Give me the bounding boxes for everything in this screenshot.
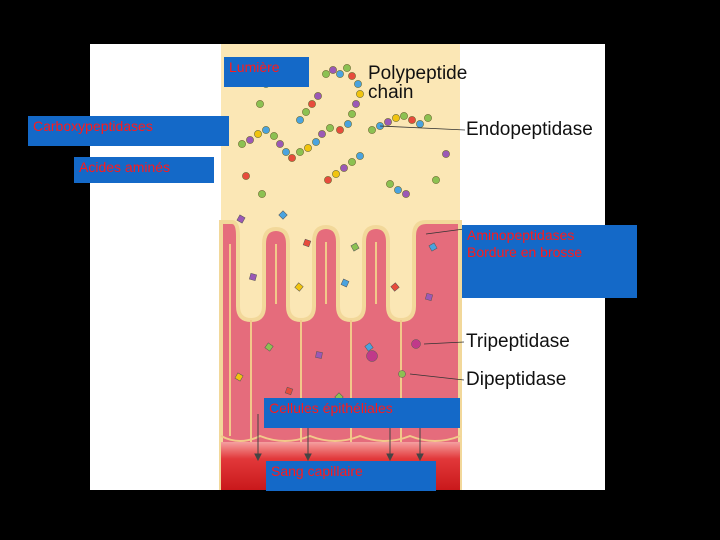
polypeptide-chain xyxy=(238,64,450,198)
tripeptidase-label: Tripeptidase xyxy=(466,331,570,352)
endopeptidase-label: Endopeptidase xyxy=(466,119,593,140)
lumen-label: Lumière xyxy=(224,57,309,87)
aminopeptidases-box: Aminopeptidases Bordure en brosse xyxy=(462,225,637,298)
dipeptidase-label: Dipeptidase xyxy=(466,369,567,390)
polypeptide-chain-text: Polypeptide chain xyxy=(368,63,468,103)
capillary-blood-label: Sang capillaire xyxy=(266,461,436,491)
pointer-lines xyxy=(379,125,466,381)
free-amino-acids xyxy=(234,210,438,402)
cell-boundaries xyxy=(220,242,461,444)
slide-canvas: Lumière Polypeptide chain Carboxypeptida… xyxy=(28,44,637,491)
polypeptide-chain-label: Polypeptide chain xyxy=(368,64,486,102)
carboxypeptidases-label: Carboxypeptidases xyxy=(28,116,229,146)
amino-acids-label: Acides aminés xyxy=(74,157,214,183)
aminopeptidases-label: Aminopeptidases xyxy=(467,227,575,243)
brush-border-label: Bordure en brosse xyxy=(467,244,583,260)
epithelial-cells-label: Cellules épithéliales xyxy=(264,398,460,428)
